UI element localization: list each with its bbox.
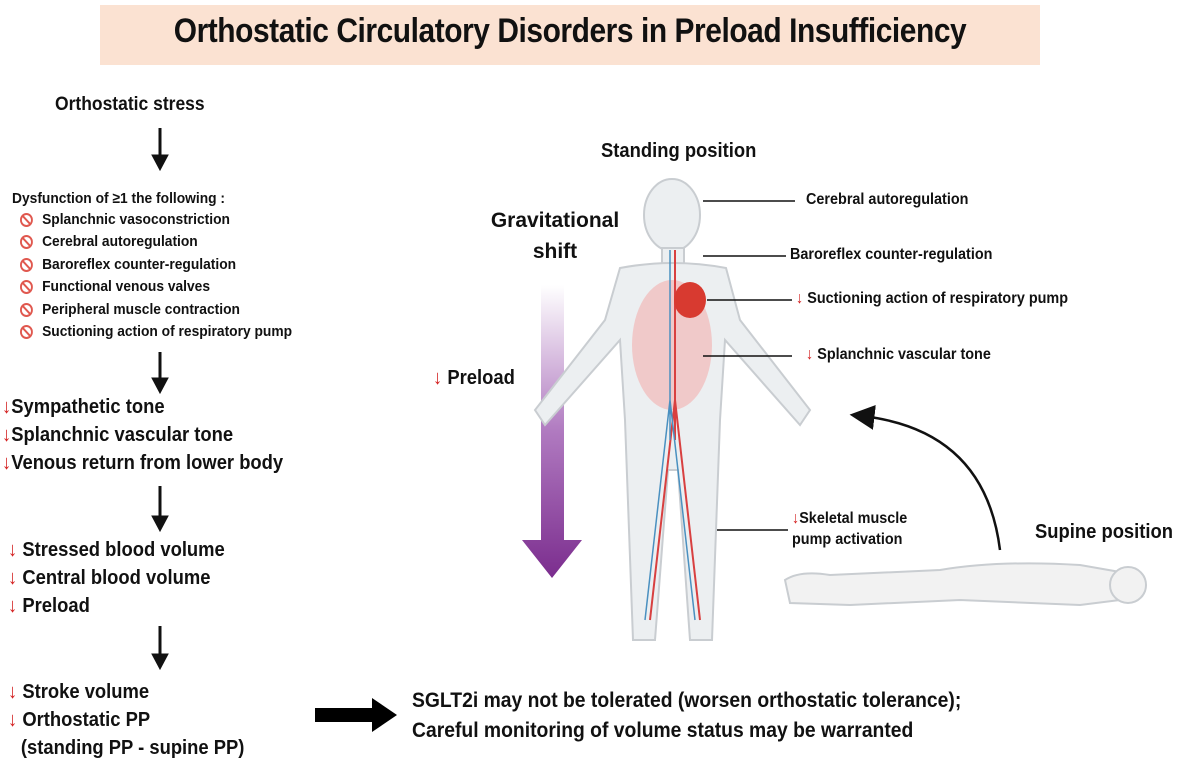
decrease-arrow-icon: ↓	[2, 396, 12, 418]
decrease-arrow-icon: ↓	[8, 709, 18, 731]
prohibited-icon	[20, 302, 33, 317]
prohibited-icon	[20, 257, 33, 272]
title-banner	[100, 5, 1040, 65]
callout-lines	[703, 200, 795, 531]
label-cerebral-autoregulation: Cerebral autoregulation	[806, 191, 969, 208]
reposition-arrow	[849, 405, 1002, 551]
label-splanchnic-tone: ↓ Splanchnic vascular tone	[806, 346, 991, 363]
dysfunction-header: Dysfunction of ≥1 the following :	[12, 190, 226, 207]
preload-label: ↓ Preload	[433, 367, 515, 389]
step-item: ↓ Preload	[8, 595, 90, 617]
dysfunction-item: Baroreflex counter-regulation	[20, 256, 292, 278]
step-note: (standing PP - supine PP)	[20, 737, 245, 759]
step2-list: ↓Sympathetic tone ↓Splanchnic vascular t…	[2, 396, 308, 480]
flow-arrow	[151, 128, 169, 172]
prohibited-icon	[20, 280, 33, 295]
flow-arrow	[151, 626, 169, 671]
label-baroreflex: Baroreflex counter-regulation	[790, 246, 993, 263]
prohibited-icon	[20, 213, 33, 228]
decrease-arrow-icon: ↓	[433, 367, 443, 389]
step-item: ↓Venous return from lower body	[2, 452, 284, 474]
decrease-arrow-icon: ↓	[2, 452, 12, 474]
flow-arrow	[151, 352, 169, 395]
dysfunction-item: Suctioning action of respiratory pump	[20, 323, 292, 345]
decrease-arrow-icon: ↓	[792, 510, 800, 527]
standing-body	[533, 178, 812, 641]
supine-body	[783, 562, 1147, 607]
decrease-arrow-icon: ↓	[796, 290, 804, 307]
orthostatic-stress: Orthostatic stress	[55, 94, 205, 115]
decrease-arrow-icon: ↓	[8, 681, 18, 703]
conclusion-line-2: Careful monitoring of volume status may …	[412, 719, 914, 742]
flow-arrow	[151, 486, 169, 533]
decrease-arrow-icon: ↓	[8, 539, 18, 561]
label-respiratory-pump: ↓ Suctioning action of respiratory pump	[796, 290, 1069, 307]
conclusion-arrow	[315, 698, 397, 732]
decrease-arrow-icon: ↓	[2, 424, 12, 446]
dysfunction-item: Functional venous valves	[20, 278, 292, 300]
prohibited-icon	[20, 235, 33, 250]
dysfunction-item: Cerebral autoregulation	[20, 233, 292, 255]
supine-position-label: Supine position	[1035, 521, 1173, 543]
step4-list: ↓ Stroke volume ↓ Orthostatic PP (standi…	[8, 681, 265, 765]
step-item: ↓Splanchnic vascular tone	[2, 424, 234, 446]
decrease-arrow-icon: ↓	[8, 567, 18, 589]
decrease-arrow-icon: ↓	[8, 595, 18, 617]
prohibited-icon	[20, 324, 33, 339]
dysfunction-item: Splanchnic vasoconstriction	[20, 211, 292, 233]
standing-position-label: Standing position	[601, 140, 757, 162]
step-item: ↓ Orthostatic PP	[8, 709, 151, 731]
conclusion-line-1: SGLT2i may not be tolerated (worsen orth…	[412, 689, 962, 712]
step3-list: ↓ Stressed blood volume ↓ Central blood …	[8, 539, 244, 623]
step-item: ↓ Stroke volume	[8, 681, 150, 703]
step-item: ↓ Central blood volume	[8, 567, 211, 589]
gravity-arrow	[522, 285, 582, 578]
step-item: ↓Sympathetic tone	[2, 396, 165, 418]
title: Orthostatic Circulatory Disorders in Pre…	[173, 12, 967, 50]
decrease-arrow-icon: ↓	[806, 346, 814, 363]
dysfunction-item: Peripheral muscle contraction	[20, 301, 292, 323]
step-item: ↓ Stressed blood volume	[8, 539, 225, 561]
dysfunction-list: Splanchnic vasoconstriction Cerebral aut…	[20, 211, 316, 345]
flow-arrows	[151, 128, 169, 671]
